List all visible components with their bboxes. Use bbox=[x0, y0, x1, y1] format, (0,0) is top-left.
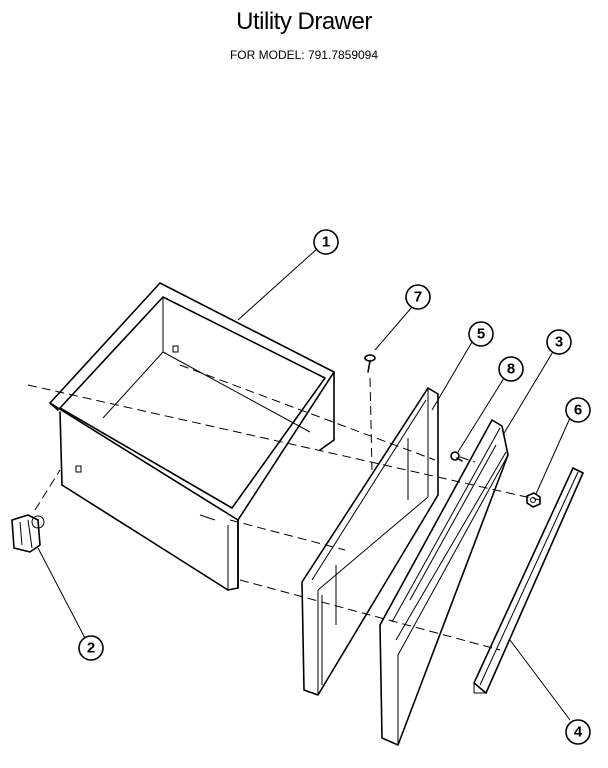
model-subtitle: FOR MODEL: 791.7859094 bbox=[229, 48, 379, 62]
callout-6: 6 bbox=[565, 397, 591, 423]
slide-bracket bbox=[11, 514, 45, 553]
inner-front-panel bbox=[301, 387, 439, 696]
callout-5: 5 bbox=[468, 321, 494, 347]
trim-rail bbox=[473, 467, 584, 694]
drawer-box bbox=[49, 282, 335, 591]
callout-1: 1 bbox=[313, 229, 339, 255]
callout-label-1: 1 bbox=[322, 234, 330, 251]
callout-2: 2 bbox=[78, 635, 104, 661]
small-screw-part bbox=[450, 451, 463, 462]
callout-8: 8 bbox=[498, 356, 524, 382]
leader-lines bbox=[37, 247, 571, 721]
diagram-title: Utility Drawer bbox=[236, 8, 372, 35]
callout-3: 3 bbox=[546, 329, 572, 355]
callout-7: 7 bbox=[405, 284, 431, 310]
screw-part bbox=[364, 354, 376, 373]
callout-label-4: 4 bbox=[574, 724, 583, 741]
callout-label-7: 7 bbox=[414, 289, 422, 306]
alignment-lines bbox=[27, 364, 541, 651]
callout-label-2: 2 bbox=[87, 640, 95, 657]
callout-label-3: 3 bbox=[555, 334, 563, 351]
callout-label-5: 5 bbox=[477, 326, 485, 343]
callout-4: 4 bbox=[565, 719, 591, 745]
nut-part bbox=[526, 492, 541, 508]
callout-label-8: 8 bbox=[507, 361, 515, 378]
callout-label-6: 6 bbox=[574, 402, 582, 419]
outer-front-panel bbox=[379, 419, 509, 746]
